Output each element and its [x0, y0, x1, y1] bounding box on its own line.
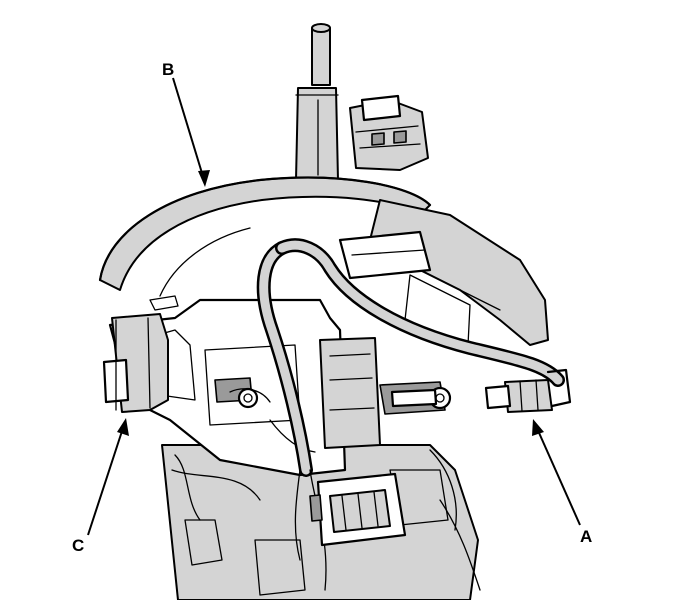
sensor-connector-a [484, 368, 572, 413]
callout-label-b: B [162, 60, 175, 79]
shift-lever-shaft [295, 23, 339, 181]
bezel-ring [98, 176, 432, 311]
pivot-assembly [319, 337, 452, 449]
left-bracket [102, 313, 169, 413]
upper-connector [349, 94, 429, 171]
callout-label-c: C [72, 536, 85, 555]
lower-connector [309, 472, 407, 547]
wire-harness [256, 238, 565, 591]
right-housing-arm [338, 199, 549, 346]
callout-label-a: A [580, 527, 593, 546]
callout-leaders [87, 77, 581, 536]
